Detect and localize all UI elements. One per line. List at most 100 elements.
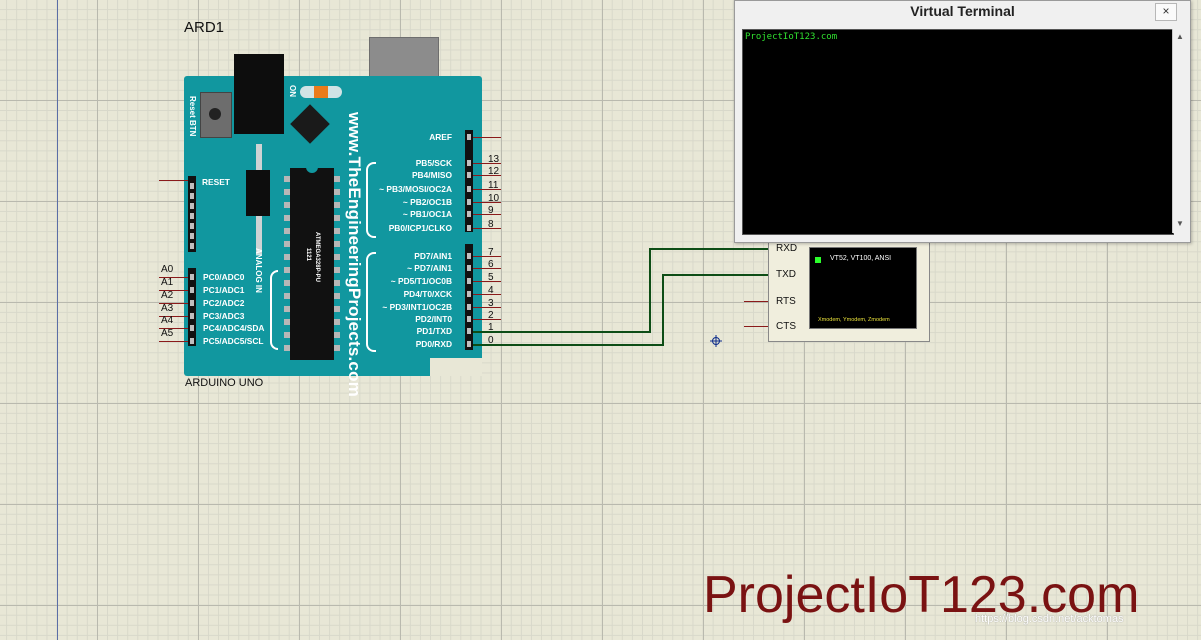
chip-pin	[334, 267, 340, 273]
chip-part-number: ATMEGA328P-PU	[314, 232, 320, 282]
header-pin	[467, 265, 471, 271]
wire-rxd-h1	[473, 344, 664, 346]
scroll-up-icon[interactable]: ▲	[1176, 32, 1184, 41]
chip-pin	[334, 189, 340, 195]
net-label: A2	[161, 290, 174, 301]
pin-wire	[473, 202, 501, 203]
vt-screen-bottom: Xmodem, Ymodem, Zmodem	[818, 317, 890, 323]
vt-component-screen	[809, 247, 917, 329]
net-wire	[159, 328, 188, 329]
chip-pin	[334, 241, 340, 247]
header-pin	[467, 199, 471, 205]
window-title: Virtual Terminal	[910, 3, 1015, 19]
wire-rxd-v	[662, 274, 664, 346]
chip-pin	[334, 176, 340, 182]
right-pin-label: AREF	[429, 132, 452, 142]
terminal-output-area[interactable]: ProjectIoT123.com	[742, 29, 1174, 235]
right-pin-number: 4	[488, 285, 494, 296]
chip-pin	[284, 215, 290, 221]
right-pin-label: ~ PD5/T1/OC0B	[390, 276, 452, 286]
header-pin	[467, 211, 471, 217]
right-pin-number: 13	[488, 154, 500, 165]
scroll-down-icon[interactable]: ▼	[1176, 219, 1184, 228]
right-pin-number: 9	[488, 205, 494, 216]
wire-txd-v	[649, 248, 651, 333]
cts-wire	[744, 326, 768, 327]
wire-rxd-h2	[662, 274, 769, 276]
header-pin	[467, 186, 471, 192]
chip-notch	[306, 167, 318, 173]
right-pin-number: 2	[488, 310, 494, 321]
header-pin	[190, 300, 194, 306]
net-wire	[159, 303, 188, 304]
header-pin	[190, 243, 194, 249]
right-pin-number: 3	[488, 298, 494, 309]
right-pin-label: PD4/T0/XCK	[403, 289, 452, 299]
chip-pin	[284, 319, 290, 325]
net-label: A0	[161, 264, 174, 275]
pin-wire	[473, 214, 501, 215]
right-pin-number: 0	[488, 335, 494, 346]
virtual-terminal-window[interactable]: Virtual Terminal × ProjectIoT123.com ▲ ▼	[734, 0, 1191, 243]
chip-pin	[334, 202, 340, 208]
header-pin	[190, 223, 194, 229]
rts-wire	[744, 301, 768, 302]
vt-pin-rxd: RXD	[776, 243, 798, 254]
sheet-border-line	[57, 0, 58, 640]
board-website: www.TheEngineeringProjects.com	[345, 112, 364, 397]
header-pin	[190, 287, 194, 293]
header-pin	[190, 338, 194, 344]
header-pin	[467, 172, 471, 178]
right-pin-label: PD2/INT0	[415, 314, 452, 324]
net-label: A3	[161, 303, 174, 314]
right-pin-label: PD1/TXD	[416, 326, 452, 336]
right-pin-label: ~ PB2/OC1B	[402, 197, 452, 207]
voltage-regulator	[246, 170, 270, 216]
vt-screen-title: VT52, VT100, ANSI	[830, 255, 892, 262]
pin-wire	[473, 307, 501, 308]
right-pin-label: PB0/ICP1/CLKO	[388, 223, 452, 233]
header-pin	[190, 213, 194, 219]
chip-pin	[284, 306, 290, 312]
left-pin-label: PC0/ADC0	[203, 272, 245, 282]
header-pin	[190, 233, 194, 239]
header-pin	[467, 291, 471, 297]
component-reference: ARD1	[184, 19, 225, 36]
reset-button[interactable]	[200, 92, 232, 138]
header-pin	[190, 313, 194, 319]
net-wire	[159, 290, 188, 291]
chip-pin	[284, 254, 290, 260]
reset-btn-label: Reset BTN	[188, 96, 197, 137]
chip-pin	[334, 345, 340, 351]
wire-txd-h1	[473, 331, 651, 333]
chip-pin	[284, 293, 290, 299]
chip-pin	[334, 280, 340, 286]
chip-pin	[284, 228, 290, 234]
header-pin	[467, 160, 471, 166]
net-label: A1	[161, 277, 174, 288]
close-button[interactable]: ×	[1155, 3, 1177, 21]
on-led-label: ON	[288, 85, 297, 97]
pin-wire	[473, 163, 501, 164]
digital-header-bottom	[465, 244, 473, 350]
csdn-watermark: https://blog.csdn.net/acktomas	[975, 613, 1124, 625]
terminal-scrollbar[interactable]: ▲ ▼	[1172, 29, 1189, 233]
terminal-output-text: ProjectIoT123.com	[745, 32, 838, 42]
right-pin-number: 6	[488, 259, 494, 270]
digital-header-top	[465, 130, 473, 232]
chip-pin	[284, 332, 290, 338]
reset-wire	[159, 180, 188, 181]
crosshair-cursor-icon	[710, 335, 722, 347]
wire-txd-h2	[649, 248, 769, 250]
board-name: ARDUINO UNO	[185, 377, 264, 389]
right-pin-label: ~ PD7/AIN1	[407, 263, 452, 273]
net-wire	[159, 277, 188, 278]
header-pin	[467, 304, 471, 310]
chip-pin	[334, 228, 340, 234]
right-pin-number: 1	[488, 322, 494, 333]
chip-pin	[284, 202, 290, 208]
left-pin-label: PC1/ADC1	[203, 285, 245, 295]
right-pin-number: 7	[488, 247, 494, 258]
site-watermark: ProjectIoT123.com	[703, 566, 1140, 624]
vt-pin-cts: CTS	[776, 321, 796, 332]
